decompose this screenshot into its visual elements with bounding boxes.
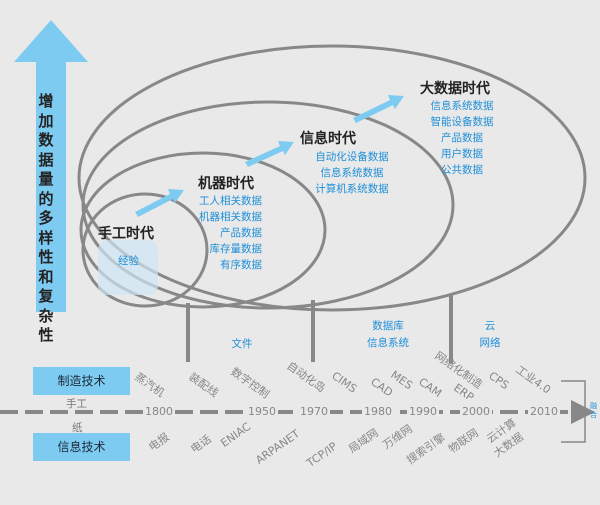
year-label: 1950	[246, 405, 278, 418]
era-item: 库存量数据	[209, 243, 263, 255]
ellipse-machine-era	[79, 151, 327, 309]
year-label: 2010	[528, 405, 560, 418]
era-items-bigdata: 信息系统数据 智能设备数据 产品数据 用户数据 公共数据	[423, 98, 501, 178]
year-label: 1800	[143, 405, 175, 418]
era-item: 计算机系统数据	[315, 183, 389, 195]
era-title-machine: 机器时代	[198, 176, 254, 192]
era-item: 机器相关数据	[199, 211, 262, 223]
media-files: 文件	[231, 338, 253, 350]
information-tech-label: 信息技术	[33, 433, 130, 461]
arrow-info-to-bigdata	[353, 95, 404, 123]
era-items-info: 自动化设备数据 信息系统数据 计算机系统数据	[308, 149, 396, 197]
era-items-machine: 工人相关数据 机器相关数据 产品数据 库存量数据 有序数据	[190, 193, 262, 273]
era-item: 产品数据	[220, 227, 262, 239]
ellipse-bigdata-era	[77, 44, 587, 312]
manual-label: 手工	[66, 398, 87, 410]
vertical-arrow	[14, 20, 88, 312]
era-item: 工人相关数据	[199, 195, 262, 207]
media-cloud: 云 网络	[479, 320, 501, 349]
arrow-machine-to-info	[245, 141, 294, 167]
era-title-manual: 手工时代	[98, 226, 154, 242]
era-item: 公共数据	[441, 164, 483, 176]
merge-label: 融合	[590, 402, 597, 419]
era-item: 产品数据	[441, 132, 483, 144]
manufacturing-tech-label: 制造技术	[33, 367, 130, 395]
era-item: 有序数据	[220, 259, 262, 271]
era-item: 信息系统数据	[320, 167, 384, 179]
year-label: 1970	[298, 405, 330, 418]
ellipse-manual-era	[81, 192, 209, 308]
era-item: 智能设备数据	[430, 116, 494, 128]
era-items-manual: 经验	[118, 253, 139, 269]
era-item: 信息系统数据	[430, 100, 494, 112]
paper-label: 纸	[72, 422, 83, 434]
era-item: 用户数据	[441, 148, 483, 160]
era-title-info: 信息时代	[300, 131, 356, 147]
era-item: 自动化设备数据	[315, 151, 389, 163]
arrow-manual-to-machine	[135, 189, 184, 217]
era-item: 经验	[118, 255, 139, 267]
media-database: 数据库 信息系统	[367, 320, 409, 349]
year-label: 1980	[362, 405, 394, 418]
era-title-bigdata: 大数据时代	[420, 81, 490, 97]
y-axis-label: 增加数据量的多样性和复杂性	[38, 92, 54, 344]
year-label: 2000	[460, 405, 492, 418]
ellipse-info-era	[81, 100, 455, 310]
year-label: 1990	[407, 405, 439, 418]
